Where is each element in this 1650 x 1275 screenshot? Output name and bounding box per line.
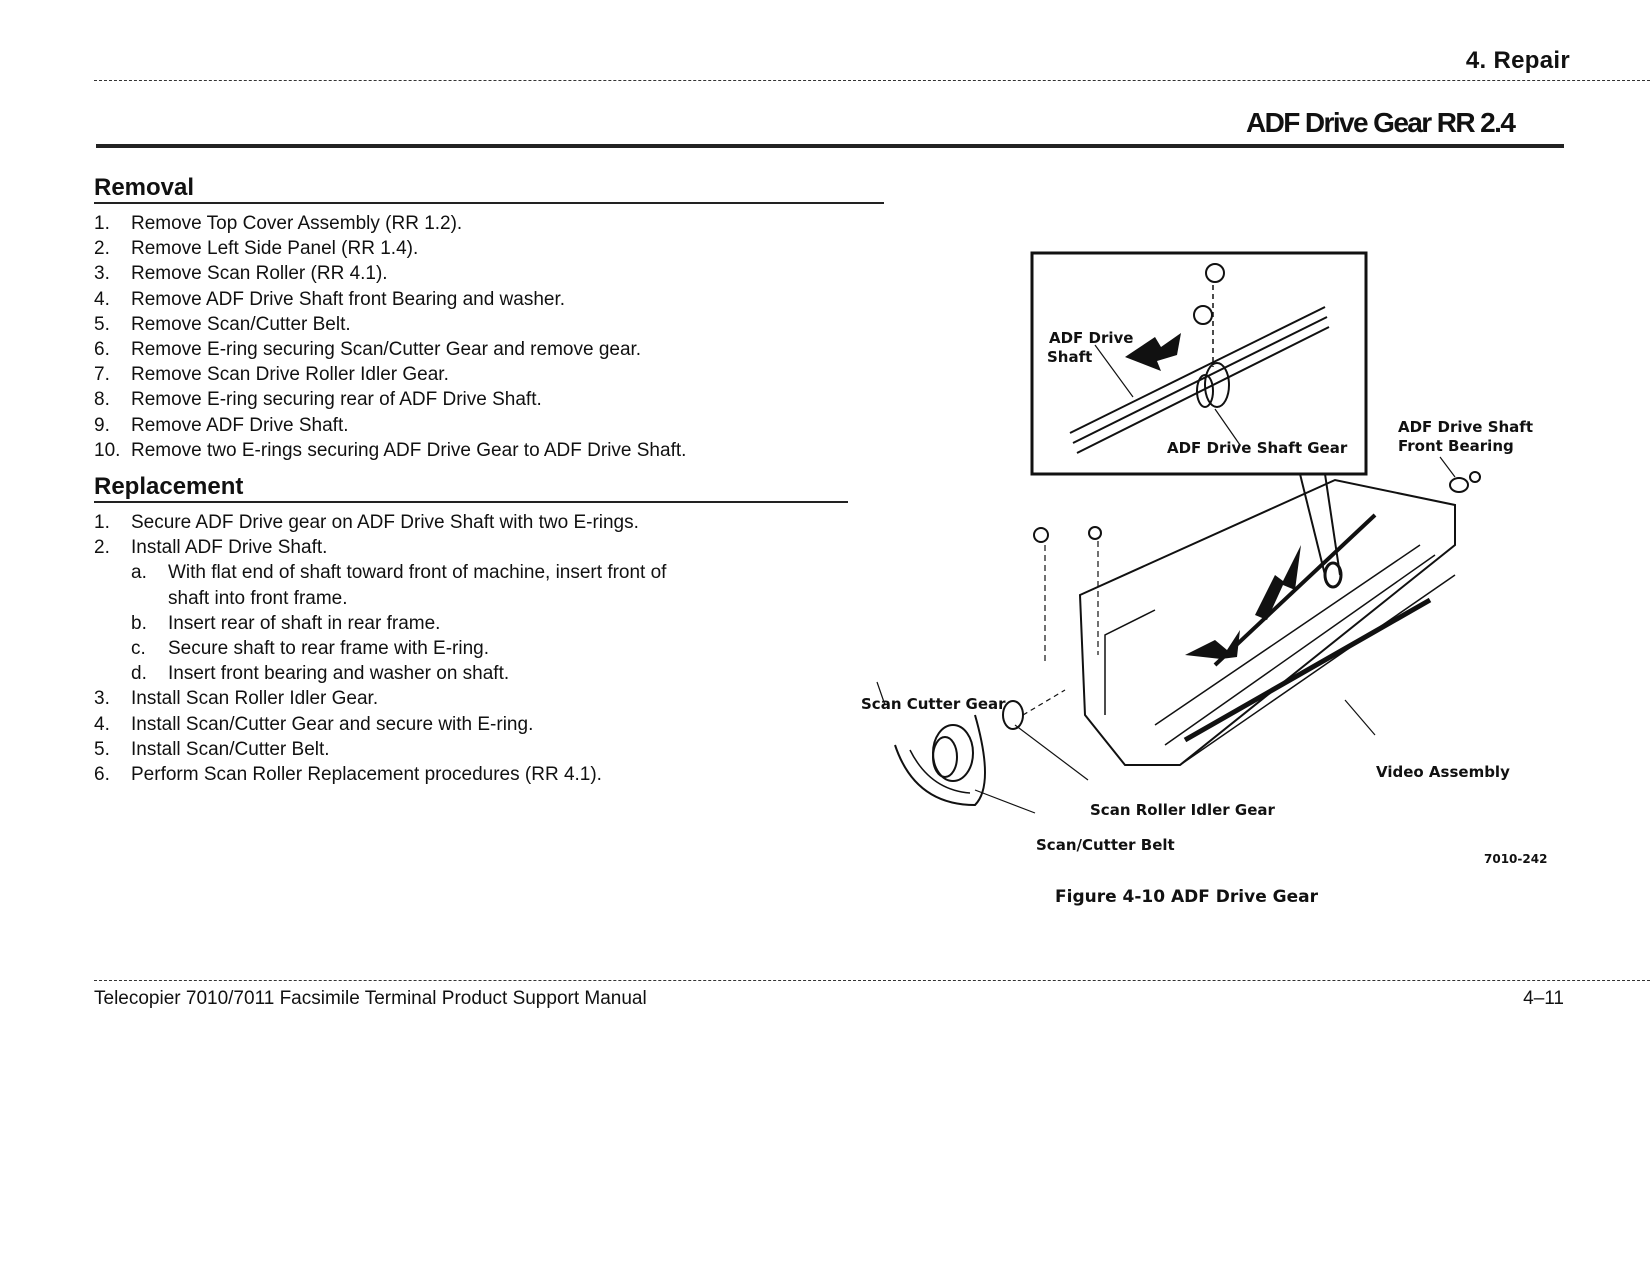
adf-drive-gear-figure: ADF Drive Shaft ADF Drive Shaft Gear ADF…: [861, 251, 1547, 907]
scan-cutter-belt: [894, 714, 986, 807]
list-item: 1.Secure ADF Drive gear on ADF Drive Sha…: [94, 512, 639, 533]
title-rule: [96, 144, 1564, 148]
list-item: 6.Perform Scan Roller Replacement proced…: [94, 764, 602, 786]
chapter-heading: 4. Repair: [1465, 47, 1570, 74]
list-item: 9.Remove ADF Drive Shaft.: [94, 414, 349, 436]
list-item: d.Insert front bearing and washer on sha…: [131, 663, 510, 685]
list-item: 1.Remove Top Cover Assembly (RR 1.2).: [94, 213, 463, 234]
e-ring-icon: [1088, 526, 1102, 540]
replacement-heading-rule: [94, 501, 848, 503]
footer-page-number: 4–11: [1523, 988, 1564, 1009]
list-item: 10.Remove two E-rings securing ADF Drive…: [94, 439, 687, 461]
list-item: 6.Remove E-ring securing Scan/Cutter Gea…: [94, 339, 642, 361]
list-item: 8.Remove E-ring securing rear of ADF Dri…: [94, 389, 542, 411]
shaft-gear-icon: [1204, 362, 1230, 408]
list-item: b.Insert rear of shaft in rear frame.: [131, 612, 441, 634]
label-adf-drive-shaft-gear: ADF Drive Shaft Gear: [1167, 439, 1348, 457]
figure-code: 7010-242: [1484, 852, 1547, 866]
footer-dashed-rule: [94, 980, 1650, 981]
e-ring-icon: [1193, 305, 1213, 325]
replacement-substeps-list: a.With flat end of shaft toward front of…: [94, 560, 666, 686]
removal-arrow-icon: [1125, 333, 1181, 371]
label-front-bearing-2: Front Bearing: [1398, 437, 1514, 455]
replacement-steps-list: 1.Secure ADF Drive gear on ADF Drive Sha…: [94, 510, 666, 787]
arrow-icon: [1255, 545, 1301, 620]
label-front-bearing: ADF Drive Shaft: [1398, 418, 1533, 436]
figure-caption: Figure 4-10 ADF Drive Gear: [1055, 887, 1319, 907]
label-scan-cutter-gear: Scan Cutter Gear: [861, 695, 1006, 713]
list-item: 5.Remove Scan/Cutter Belt.: [94, 313, 351, 335]
list-item: 2.Install ADF Drive Shaft. a.With flat e…: [94, 535, 666, 686]
label-scan-roller-idler-gear: Scan Roller Idler Gear: [1090, 801, 1276, 819]
list-item: 4.Install Scan/Cutter Gear and secure wi…: [94, 713, 534, 735]
label-adf-drive-shaft-2: Shaft: [1047, 348, 1092, 366]
header-dashed-rule: [94, 80, 1650, 81]
list-item: c.Secure shaft to rear frame with E-ring…: [131, 638, 490, 660]
procedure-title: ADF Drive Gear RR 2.4: [1246, 107, 1516, 138]
list-item: 5.Install Scan/Cutter Belt.: [94, 738, 330, 760]
front-bearing-icon: [1449, 477, 1469, 493]
list-item: 7.Remove Scan Drive Roller Idler Gear.: [94, 364, 449, 386]
replacement-heading: Replacement: [94, 473, 244, 500]
list-item: 4.Remove ADF Drive Shaft front Bearing a…: [94, 288, 566, 310]
removal-heading-rule: [94, 202, 884, 204]
e-ring-icon: [1205, 263, 1225, 283]
label-scan-cutter-belt: Scan/Cutter Belt: [1036, 836, 1175, 854]
list-item: 3.Remove Scan Roller (RR 4.1).: [94, 263, 388, 285]
footer-manual-title: Telecopier 7010/7011 Facsimile Terminal …: [94, 988, 647, 1009]
inset-detail-box: [1030, 251, 1368, 476]
arrow-icon: [1185, 630, 1240, 659]
e-ring-icon: [1033, 527, 1049, 543]
label-video-assembly: Video Assembly: [1376, 763, 1510, 781]
list-item: a.With flat end of shaft toward front of…: [131, 562, 667, 609]
idler-gear-icon: [1002, 700, 1024, 730]
list-item: 2.Remove Left Side Panel (RR 1.4).: [94, 238, 419, 260]
removal-steps-list: 1.Remove Top Cover Assembly (RR 1.2). 2.…: [94, 211, 686, 463]
list-item: 3.Install Scan Roller Idler Gear.: [94, 688, 379, 710]
label-adf-drive-shaft: ADF Drive: [1049, 329, 1133, 347]
chassis-outline: [1078, 478, 1456, 766]
removal-heading: Removal: [94, 174, 195, 201]
